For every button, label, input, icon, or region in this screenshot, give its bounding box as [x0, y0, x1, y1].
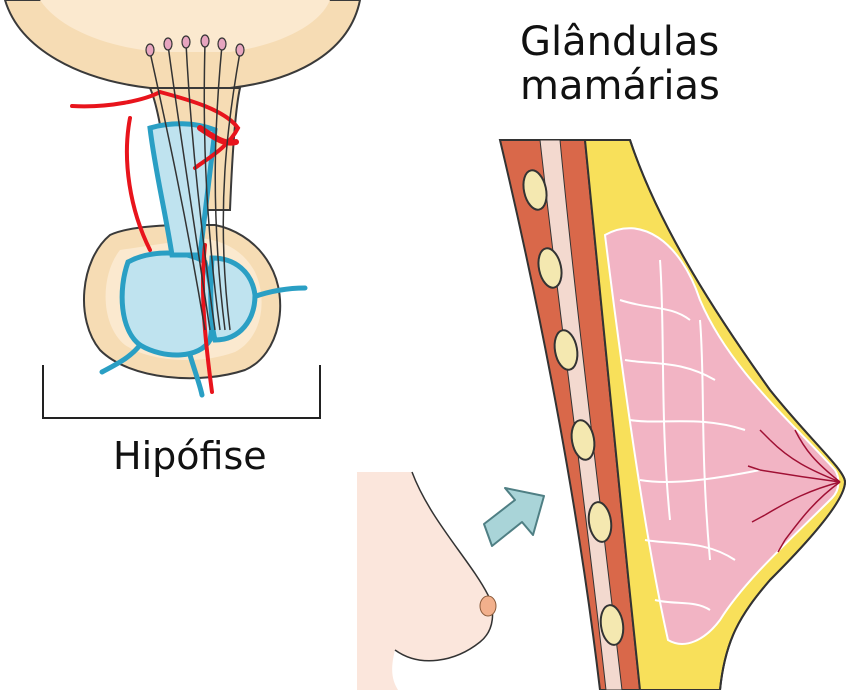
pituitary-illustration — [3, 0, 362, 419]
rib — [599, 604, 625, 646]
zoom-arrow — [483, 487, 545, 547]
mammary-glands-label-line1: Glândulas — [520, 19, 720, 65]
vein-bottom — [187, 352, 205, 398]
vein-left — [99, 342, 143, 375]
neurosecretory-neurons — [149, 41, 241, 331]
rib — [553, 329, 579, 371]
artery-loop-left — [124, 116, 152, 252]
artery-descending — [200, 243, 214, 394]
mammary-glands-label-line2: mamárias — [520, 63, 720, 109]
breast-nipple — [479, 595, 497, 617]
neuron-cell-bodies — [145, 34, 245, 57]
mammary-cross-section — [498, 139, 847, 690]
breast-skin — [357, 472, 493, 690]
ribs — [522, 169, 625, 646]
artery-right-plexus — [197, 125, 239, 146]
pituitary-bracket — [42, 365, 321, 419]
pituitary-label: Hipófise — [113, 434, 267, 478]
mammary-glands-label: Glândulas mamárias — [520, 20, 720, 108]
milk-ducts — [747, 429, 841, 553]
rib — [570, 419, 596, 461]
anterior-lobe-capillaries — [119, 250, 215, 358]
rib — [587, 501, 613, 543]
rib — [522, 169, 548, 211]
breast-outline-illustration — [357, 471, 497, 690]
rib — [537, 247, 563, 289]
skin-contour — [629, 139, 847, 690]
superior-hypophyseal-artery — [70, 89, 241, 170]
gland-lobules — [619, 259, 761, 611]
hypothalamus-inner — [40, 0, 330, 52]
